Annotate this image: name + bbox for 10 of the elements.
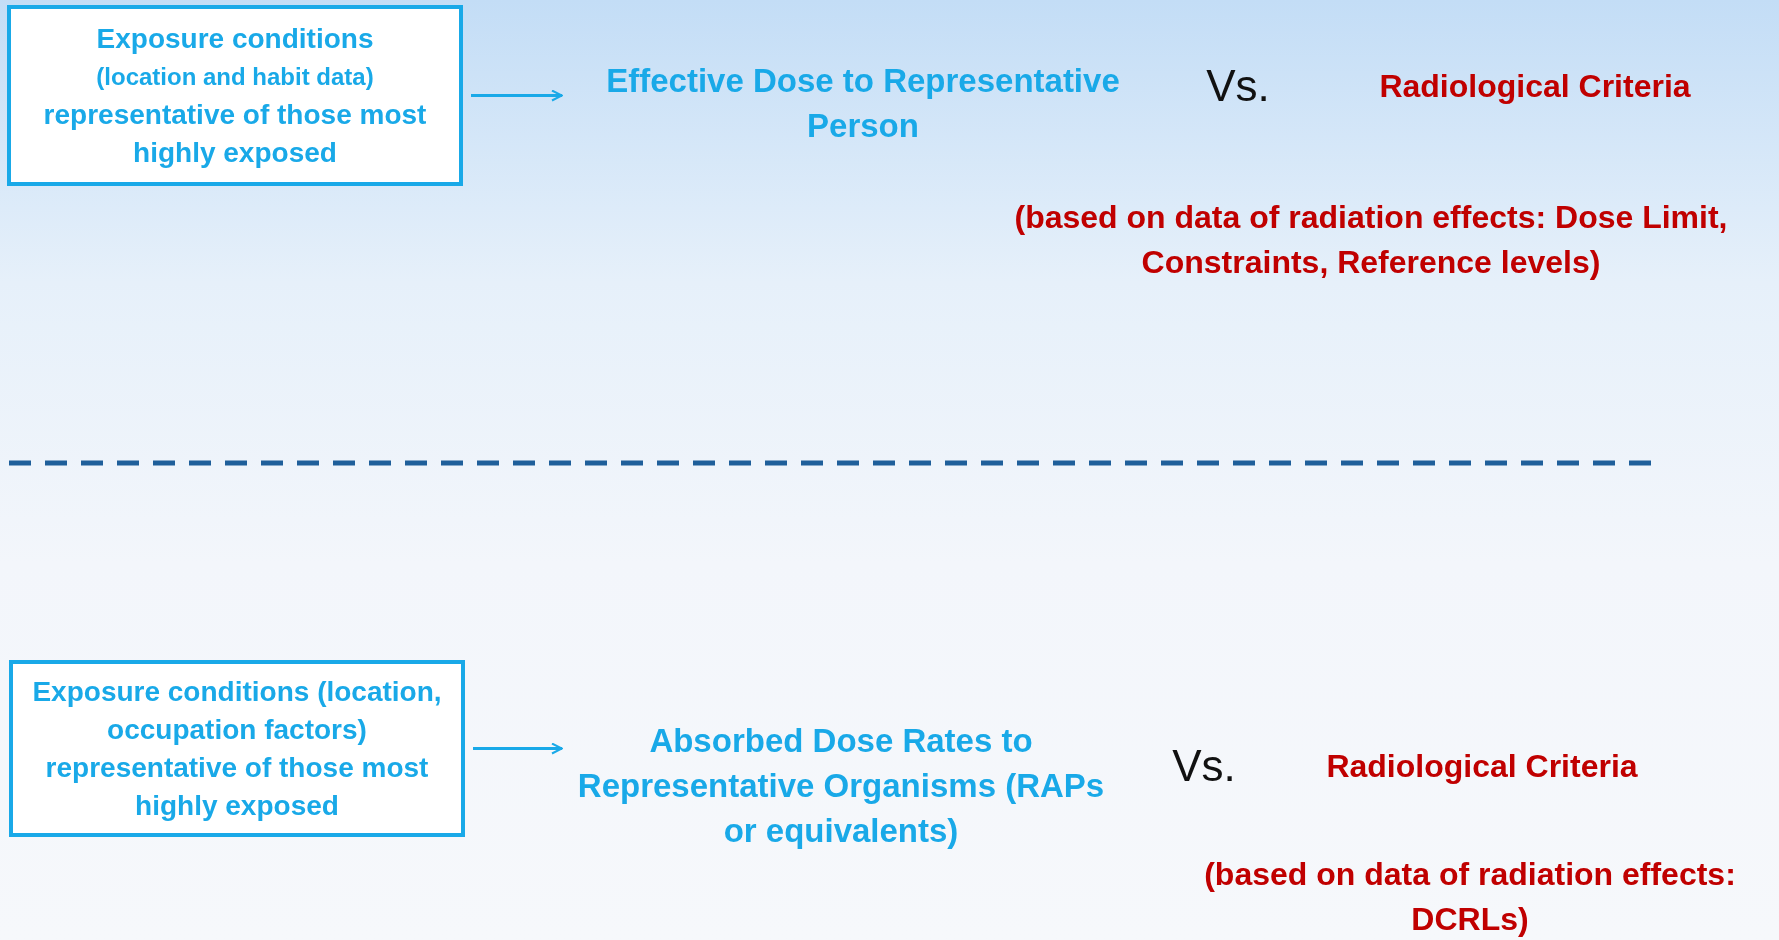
result-text: Effective Dose to Representative Person (568, 55, 1158, 150)
process-box: Exposure conditions (location, occupation factors) representative of those most highly exposed (9, 660, 465, 837)
arrow (473, 742, 563, 755)
criteria-text: (based on data of radiation effects: DCRLs) (1203, 855, 1737, 939)
criteria-text: Radiological Criteria (1378, 67, 1692, 106)
arrow (471, 89, 563, 102)
result-text: Absorbed Dose Rates to Representative Organisms (RAPs or equivalents) (568, 695, 1114, 875)
process-box: Exposure conditions (location and habit data) representative of those most highly exposed (7, 5, 463, 186)
criteria-text: Radiological Criteria (1325, 747, 1639, 786)
criteria-text: (based on data of radiation effects: Dose Limit, Constraints, Reference levels) (1013, 198, 1729, 282)
